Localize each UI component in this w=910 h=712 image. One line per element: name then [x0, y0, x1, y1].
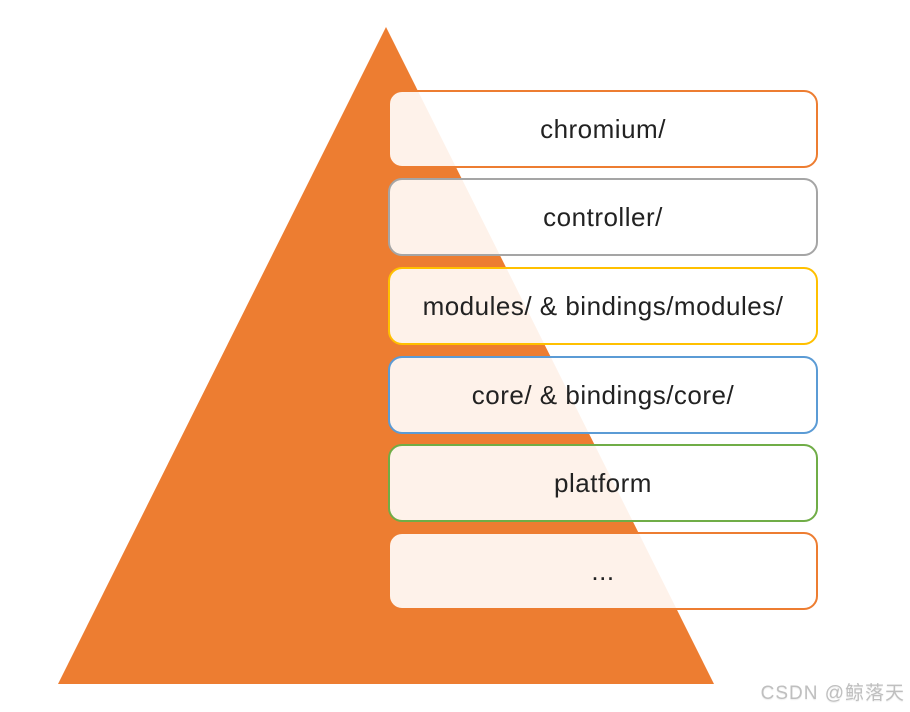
layer-label-chromium: chromium/: [540, 114, 666, 144]
layer-box-controller: controller/: [388, 178, 818, 256]
layer-box-core: core/ & bindings/core/: [388, 356, 818, 434]
layer-box-platform: platform: [388, 444, 818, 522]
layer-box-modules: modules/ & bindings/modules/: [388, 267, 818, 345]
layer-label-platform: platform: [554, 468, 652, 498]
layer-label-controller: controller/: [543, 202, 663, 232]
layer-box-ellipsis: ...: [388, 532, 818, 610]
layer-box-chromium: chromium/: [388, 90, 818, 168]
watermark: CSDN @鲸落天: [760, 683, 905, 704]
layer-label-modules: modules/ & bindings/modules/: [422, 291, 784, 321]
layer-label-core: core/ & bindings/core/: [471, 380, 735, 410]
layer-label-ellipsis: ...: [591, 556, 615, 586]
